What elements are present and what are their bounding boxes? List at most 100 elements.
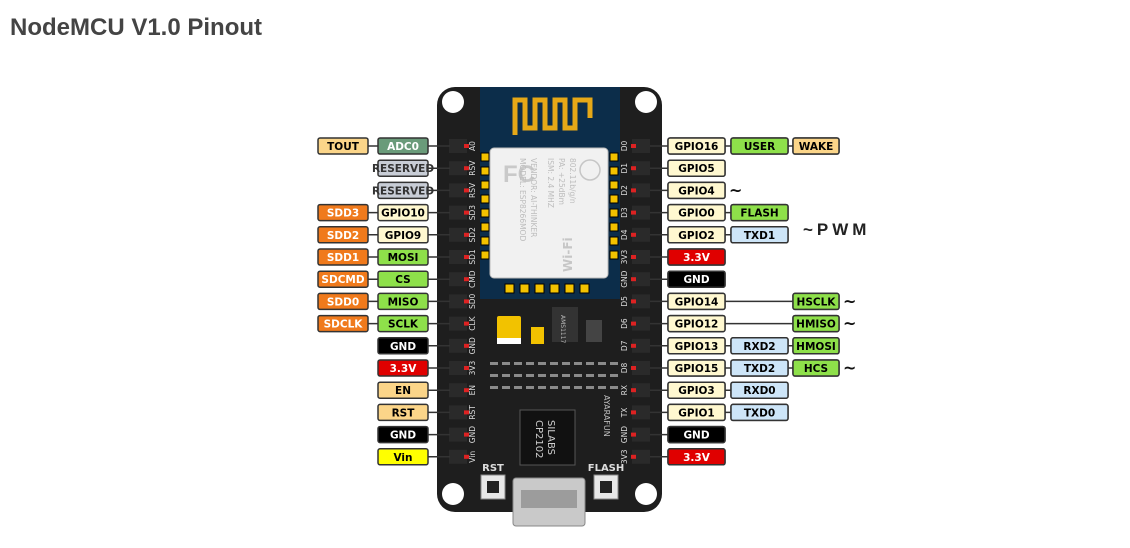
pin-label: Vin [393,452,412,464]
pin-pad [464,321,469,326]
pin-header [449,139,467,153]
pin-label-box [667,292,726,311]
pwm-marker: ~ [729,180,742,199]
smd-component [586,320,602,342]
pin-pad [631,454,636,459]
pin-label-box [730,137,789,155]
smd-resistor [526,386,534,389]
silk-label: D1 [620,163,629,174]
pin-label: SDD1 [327,252,359,264]
pin-pad [464,188,469,193]
pin-header [632,272,650,287]
pin-header [449,272,467,287]
pin-pad [464,277,469,282]
smd-resistor [550,374,558,377]
flash-button-cap [600,481,612,493]
smd-resistor [490,362,498,365]
pin-label-box [667,314,726,333]
pin-pad [464,432,469,437]
smd-resistor [490,374,498,377]
pin-label: SDD3 [327,208,359,220]
smd-resistor [586,362,594,365]
module-pad [609,208,619,218]
silk-label: 3V3 [620,449,629,464]
chip-label-1: SILABS [545,420,556,455]
module-pad [480,208,490,218]
pin-label: GPIO10 [381,208,425,220]
pin-pad [631,255,636,259]
silk-label: SD1 [468,249,477,265]
mounting-hole [442,91,464,113]
smd-resistor [574,362,582,365]
pin-label: GPIO16 [675,141,719,153]
smd-resistor [502,362,510,365]
pwm-marker: ~ [843,291,856,310]
pin-label: RXD2 [743,341,775,353]
pin-label-box [667,381,726,399]
smd-resistor [514,386,522,389]
chip-label-2: CP2102 [533,420,544,458]
smd-resistor [538,362,546,365]
pin-label: GPIO2 [678,230,714,242]
silk-label: D6 [620,318,629,329]
pin-pad [464,166,469,171]
smd-resistor [550,386,558,389]
smd-resistor [598,374,606,377]
pin-label-box [377,337,429,355]
pin-label: HMOSI [796,341,836,353]
pin-header [632,161,650,176]
pin-label: CS [395,274,410,286]
pin-label: HMISO [796,319,836,331]
pin-label: RESERVED [372,185,434,197]
capacitor-small [531,327,544,344]
silk-label: D3 [620,207,629,218]
regulator-ic [552,307,578,342]
pin-header [632,139,650,153]
pin-label-box [730,337,789,355]
pin-label-box [792,337,840,355]
pin-label-box [377,425,429,444]
pin-label-box [377,226,429,244]
smd-resistor [538,386,546,389]
wifi-logo: Wi-Fi [561,237,575,272]
module-pad [609,180,619,190]
silk-label: RSV [468,182,477,198]
pin-header [449,227,467,242]
pin-label: WAKE [799,141,834,153]
pin-pad [631,232,636,237]
smd-resistor [538,374,546,377]
pin-header [449,316,467,331]
pin-pad [464,366,469,370]
module-text: PA: +25dBm [557,158,566,205]
smd-resistor [598,386,606,389]
module-text: ISM: 2.4 MHZ [546,158,555,208]
pin-label: GPIO4 [678,185,714,197]
pin-label: GPIO13 [675,341,719,353]
pin-pad [631,343,636,348]
pin-label: SDD2 [327,230,359,242]
pin-header [632,405,650,420]
module-pad [480,152,490,162]
silk-label: RX [620,385,629,395]
mounting-hole [635,91,657,113]
pin-label-box [667,448,726,466]
pin-pad [631,188,636,193]
pin-label-box [377,292,429,311]
pwm-legend: ~PWM [803,220,871,239]
module-shield [489,147,609,279]
pin-pad [631,210,636,215]
silk-label: 3V3 [620,249,629,264]
pin-label-box [317,314,369,333]
module-pad [579,283,590,294]
pin-header [449,183,467,198]
silk-label: SD0 [468,294,477,310]
pin-header [449,427,467,442]
pin-label: GPIO12 [675,319,719,331]
silk-label: D8 [620,362,629,373]
pin-label: GPIO3 [678,385,714,397]
smd-resistor [562,374,570,377]
smd-resistor [586,386,594,389]
silk-label: CMD [468,270,477,288]
